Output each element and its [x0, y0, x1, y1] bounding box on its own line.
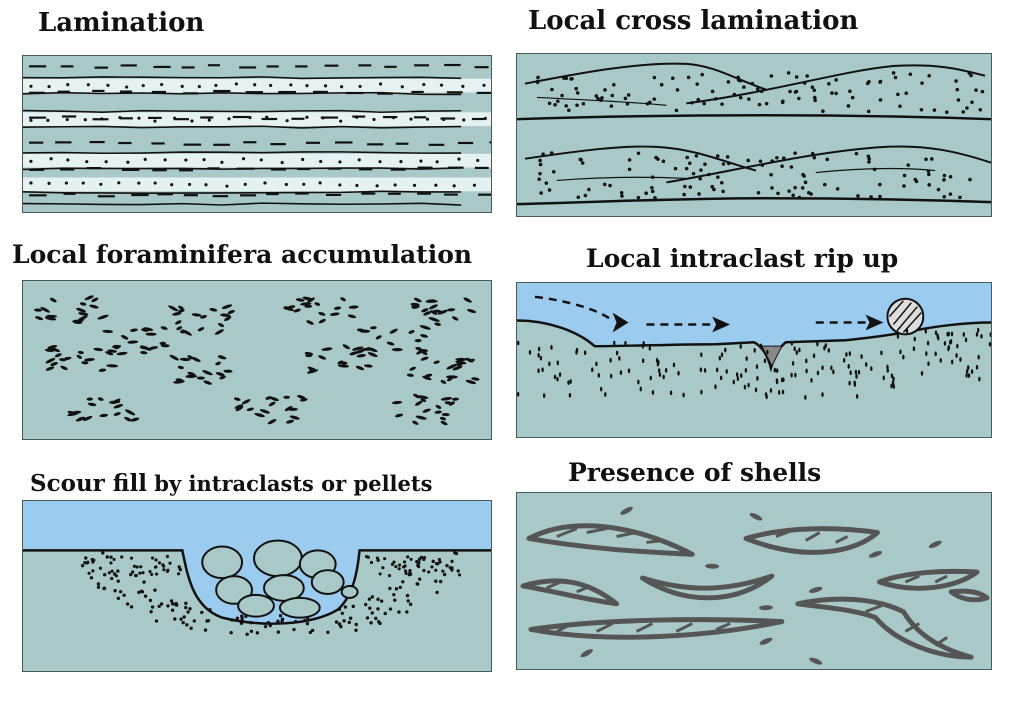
- cross-lamination-title: Local cross lamination: [528, 6, 859, 36]
- cross-lamination-panel: [516, 53, 992, 217]
- lamination-diagram: [23, 56, 491, 212]
- shells-panel: [516, 492, 992, 670]
- scour-fill-title: Scour fill by intraclasts or pellets: [30, 470, 432, 497]
- foraminifera-diagram: [23, 281, 491, 439]
- foraminifera-title: Local foraminifera accumulation: [12, 240, 473, 269]
- shells-diagram: [517, 493, 991, 669]
- foraminifera-panel: [22, 280, 492, 440]
- intraclast-panel: [516, 282, 992, 438]
- cross-lamination-diagram: [517, 54, 991, 216]
- scour-fill-title-rest: by intraclasts or pellets: [147, 471, 433, 496]
- intraclast-rip-up-title: Local intraclast rip up: [586, 244, 899, 273]
- scour-fill-title-bold: Scour fill: [30, 470, 147, 497]
- intraclast-diagram: [517, 283, 991, 437]
- scour-fill-diagram: [23, 501, 491, 671]
- lamination-panel: [22, 55, 492, 213]
- scour-fill-panel: [22, 500, 492, 672]
- shells-title: Presence of shells: [568, 458, 822, 487]
- lamination-title: Lamination: [38, 8, 205, 38]
